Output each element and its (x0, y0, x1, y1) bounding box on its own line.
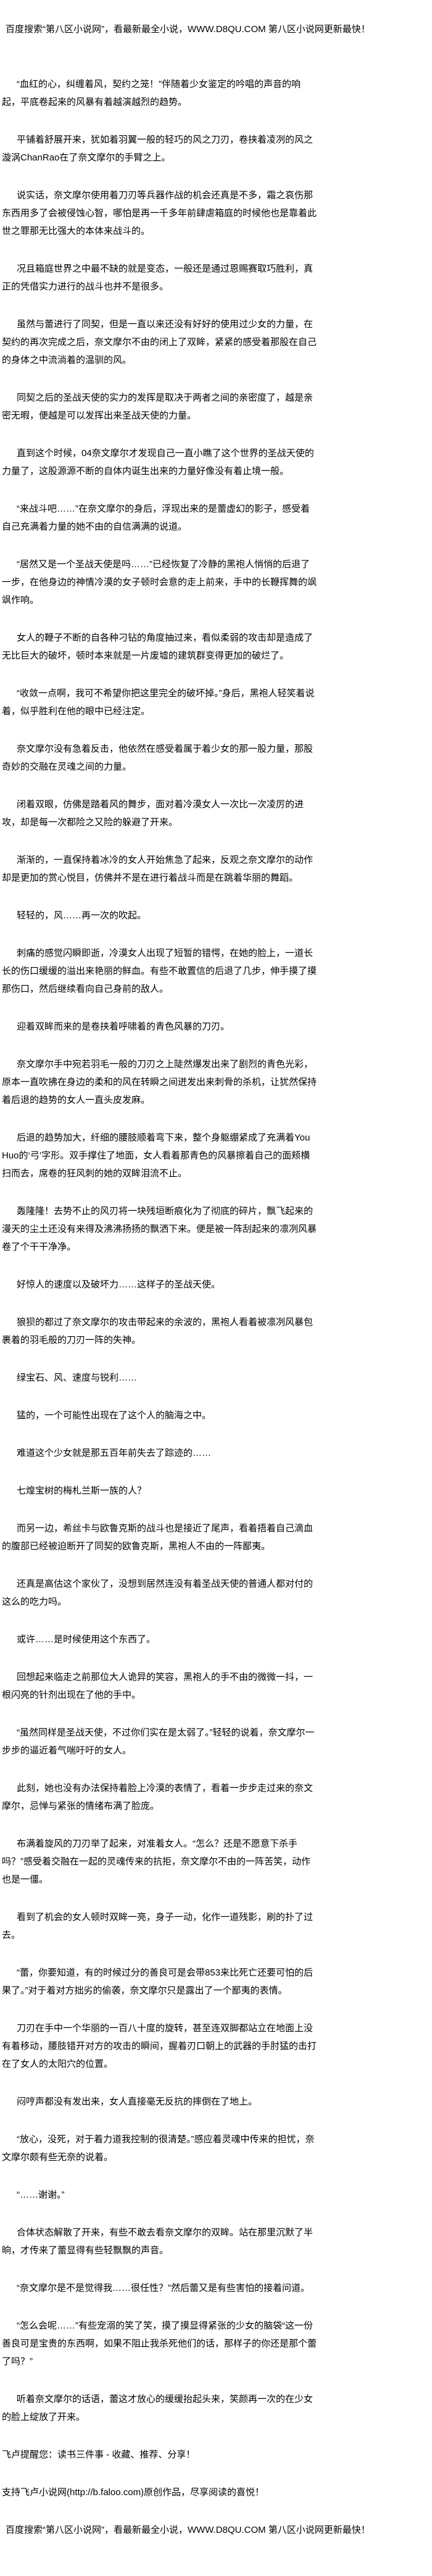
story-paragraph: 回想起来临走之前那位大人诡异的笑容，黑袍人的手不由的微微一抖，一根闪亮的针剂出现… (2, 1672, 314, 1700)
story-paragraph: “居然又是一个圣战天使是吗……”已经恢复了冷静的黑袍人悄悄的后退了一步，在他身边… (2, 559, 317, 605)
story-paragraph: “……谢谢。” (17, 2190, 65, 2200)
story-paragraph: 轻轻的，风……再一次的吹起。 (17, 910, 147, 921)
story-paragraph: “蕾，你要知道，有的时候过分的善良可是会带853来比死亡还要可怕的后果了。”对于… (2, 1967, 314, 1996)
story-paragraph: 直到这个时候，04奈文摩尔才发现自己一直小瞧了这个世界的圣战天使的力量了，这股源… (2, 448, 314, 476)
story-paragraph: 狼狈的都过了奈文摩尔的攻击带起来的余波的，黑袍人看着被凛冽风暴包裹着的羽毛般的刀… (2, 1317, 314, 1345)
story-paragraph: “虽然同样是圣战天使，不过你们实在是太弱了。”轻轻的说着，奈文摩尔一步步的逼近着… (2, 1727, 315, 1756)
story-paragraph: 后退的趋势加大，纤细的腰肢顺着弯下来，整个身躯绷紧成了充满着YouHuo的‘弓’… (2, 1132, 310, 1179)
story-paragraph: “来战斗吧……”在奈文摩尔的身后，浮现出来的是蕾虚幻的影子，感受着自己充满着力量… (2, 504, 310, 532)
story-paragraph: 平铺着舒展开来，犹如着羽翼一般的轻巧的风之刀刃，卷挟着凌冽的风之漩涡ChanRa… (2, 135, 314, 163)
story-paragraph: 女人的鞭子不断的自各种刁钻的角度抽过来，看似柔弱的攻击却是造成了无比巨大的破坏，… (2, 633, 314, 661)
story-paragraph: 难道这个少女就是那五百年前失去了踪迹的…… (17, 1448, 212, 1458)
story-paragraph: 看到了机会的女人顿时双眸一亮，身子一动，化作一道残影，刷的扑了过去。 (2, 1912, 314, 1940)
story-paragraph: 猛的，一个可能性出现在了这个人的脑海之中。 (17, 1410, 212, 1421)
chapter-page: 百度搜索“第八区小说网”，看最新最全小说，WWW.D8QU.COM 第八区小说网… (2, 24, 370, 2535)
story-paragraph: 轰隆隆！去势不止的风刃将一块残垣断痕化为了彻底的碎片，飘飞起来的漫天的尘土还没有… (2, 1206, 317, 1252)
story-paragraph: 七煌宝树的梅札兰斯一族的人？ (17, 1485, 147, 1496)
story-paragraph: 迎着双眸而来的是卷挟着呼啸着的青色风暴的刀刃。 (17, 1021, 230, 1032)
site-banner-top: 百度搜索“第八区小说网”，看最新最全小说，WWW.D8QU.COM 第八区小说网… (6, 24, 370, 35)
story-paragraph: 虽然与蕾进行了同契，但是一直以来还没有好好的使用过少女的力量，在契约的再次完成之… (2, 319, 317, 365)
story-paragraph: “怎么会呢……”有些宠溺的笑了笑，摸了摸显得紧张的少女的脑袋“这一份善良可是宝贵… (2, 2320, 317, 2367)
story-paragraph: 听着奈文摩尔的话语，蕾这才放心的缓缓抬起头来，笑颜再一次的在少女的脸上绽放了开来… (2, 2394, 314, 2422)
footer-reminder: 飞卢提醒您：读书三件事 - 收藏、推荐、分享！ (2, 2449, 196, 2460)
story-paragraph: “奈文摩尔是不是觉得我……很任性？”然后蕾又是有些害怕的接着问道。 (17, 2283, 310, 2293)
story-paragraph: 或许……是时候使用这个东西了。 (17, 1634, 156, 1645)
story-paragraph: 绿宝石、风、速度与锐利…… (17, 1373, 138, 1383)
story-paragraph: 好惊人的速度以及破坏力……这样子的圣战天使。 (17, 1279, 221, 1290)
site-banner-bottom: 百度搜索“第八区小说网”，看最新最全小说，WWW.D8QU.COM 第八区小说网… (6, 2525, 370, 2535)
story-paragraph: “收敛一点啊，我可不希望你把这里完全的破坏掉。”身后，黑袍人轻笑着说着，似乎胜利… (2, 688, 315, 717)
story-paragraph: 刀刃在手中一个华丽的一百八十度的旋转，甚至连双脚都站立在地面上没有着移动，腰肢错… (2, 2023, 317, 2069)
story-paragraph: “血红的心，纠缠着风，契约之笼！”伴随着少女鉴定的吟唱的声音的响起，平底卷起来的… (2, 79, 301, 107)
story-paragraph: 刺痛的感觉闪瞬即逝，冷漠女人出现了短暂的错愕，在她的脸上，一道长长的伤口缓缓的溢… (2, 948, 317, 994)
story-paragraph: 布满着旋风的刀刃举了起来，对准着女人。“怎么？还是不愿意下杀手吗？”感受着交融在… (2, 1839, 310, 1885)
story-paragraph: 闷哼声都没有发出来，女人直接毫无反抗的摔倒在了地上。 (17, 2096, 258, 2107)
story-paragraph: 说实话，奈文摩尔使用着刀刃等兵器作战的机会还真是不多，霜之哀伤那东西用多了会被侵… (2, 190, 317, 236)
chapter-body: “血红的心，纠缠着风，契约之笼！”伴随着少女鉴定的吟唱的声音的响起，平底卷起来的… (2, 75, 317, 2426)
footer-support-link[interactable]: 支持飞卢小说网(http://b.faloo.com)原创作品，尽享阅读的喜悦！ (2, 2487, 265, 2498)
story-paragraph: 奈文摩尔没有急着反击，他依然在感受着属于着少女的那一股力量，那股奇妙的交融在灵魂… (2, 744, 314, 772)
story-paragraph: 同契之后的圣战天使的实力的发挥是取决于两者之间的亲密度了，越是亲密无暇，便越是可… (2, 393, 314, 421)
story-paragraph: 合体状态解散了开来，有些不敢去看奈文摩尔的双眸。站在那里沉默了半晌，才传来了蕾显… (2, 2227, 314, 2256)
story-paragraph: 渐渐的，一直保持着冰冷的女人开始焦急了起来，反观之奈文摩尔的动作却是更加的赏心悦… (2, 855, 314, 883)
story-paragraph: 还真是高估这个家伙了，没想到居然连没有着圣战天使的普通人都对付的这么的吃力吗。 (2, 1579, 314, 1607)
story-paragraph: 而另一边，希丝卡与欧鲁克斯的战斗也是接近了尾声，看着捂着自己滴血的腹部已经被迫断… (2, 1523, 314, 1552)
story-paragraph: “放心，没死，对于着力道我控制的很清楚。”感应着灵魂中传来的担忧，奈文摩尔颇有些… (2, 2134, 315, 2163)
story-paragraph: 闭着双眼，仿佛是踏着风的舞步，面对着冷漠女人一次比一次凌厉的进攻，却是每一次都险… (2, 799, 304, 828)
story-paragraph: 况且箱庭世界之中最不缺的就是变态，一般还是通过恩赐赛取巧胜利，真正的凭借实力进行… (2, 264, 314, 292)
story-paragraph: 奈文摩尔手中宛若羽毛一般的刀刃之上陡然爆发出来了剧烈的青色光彩，原本一直吹拂在身… (2, 1059, 317, 1105)
story-paragraph: 此刻，她也没有办法保持着脸上冷漠的表情了，看着一步步走过来的奈文摩尔，忌惮与紧张… (2, 1783, 314, 1811)
